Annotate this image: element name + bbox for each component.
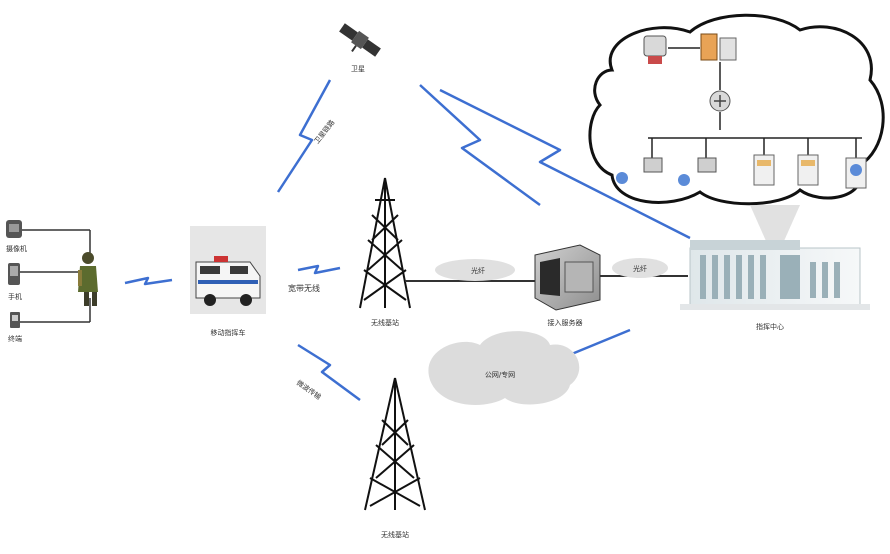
building-icon [680,240,870,310]
phone-label: 手机 [8,293,22,301]
fiber-1-label: 光纤 [471,267,485,275]
fiber-link-2 [598,258,688,278]
public-net-label: 公网/专网 [484,371,516,379]
command-vehicle-icon [190,226,266,314]
lightning-satellite-center-2 [439,88,691,240]
soldier-icon [78,252,98,306]
lightning-satellite-vehicle [276,79,332,193]
lightning-satellite-center-1 [419,84,541,207]
radio-tower-icon-1 [359,177,411,309]
satellite-label: 卫星 [351,65,365,73]
satellite-icon [339,23,381,57]
phone-icon [8,263,20,285]
device-lines [20,229,91,323]
client-icon-2 [678,157,717,186]
terminal-icon [10,312,20,328]
client-icon-1 [616,157,663,184]
public-network-cloud [428,331,580,405]
camera-icon [6,220,22,238]
lightning-vehicle-tower2 [297,343,361,402]
command-center-label: 指挥中心 [756,323,784,331]
private-network-cloud [588,13,885,206]
router-icon [709,90,731,112]
server-icon-2 [797,154,819,186]
access-server-label: 接入服务器 [547,319,583,327]
vehicle-station-label: 移动指挥车 [210,329,246,337]
lightning-vehicle-tower [297,264,341,275]
lightning-person-vehicle [124,276,173,286]
server-icon-1 [753,154,775,186]
camera-label: 摄像机 [6,245,27,253]
workstation-icon [643,35,667,64]
terminal-label: 终端 [8,335,22,343]
server-icon-3 [845,157,867,189]
broadband-link-label: 宽带无线 [288,284,320,293]
fiber-link-1 [405,259,538,282]
base-station-2-label: 无线基站 [381,531,409,539]
cloud-link-shadow [750,205,800,250]
base-station-1-label: 无线基站 [371,319,399,327]
server-icon [534,244,601,311]
fiber-2-label: 光纤 [633,265,647,273]
firewall-icon [700,33,737,61]
radio-tower-icon-2 [364,377,426,511]
